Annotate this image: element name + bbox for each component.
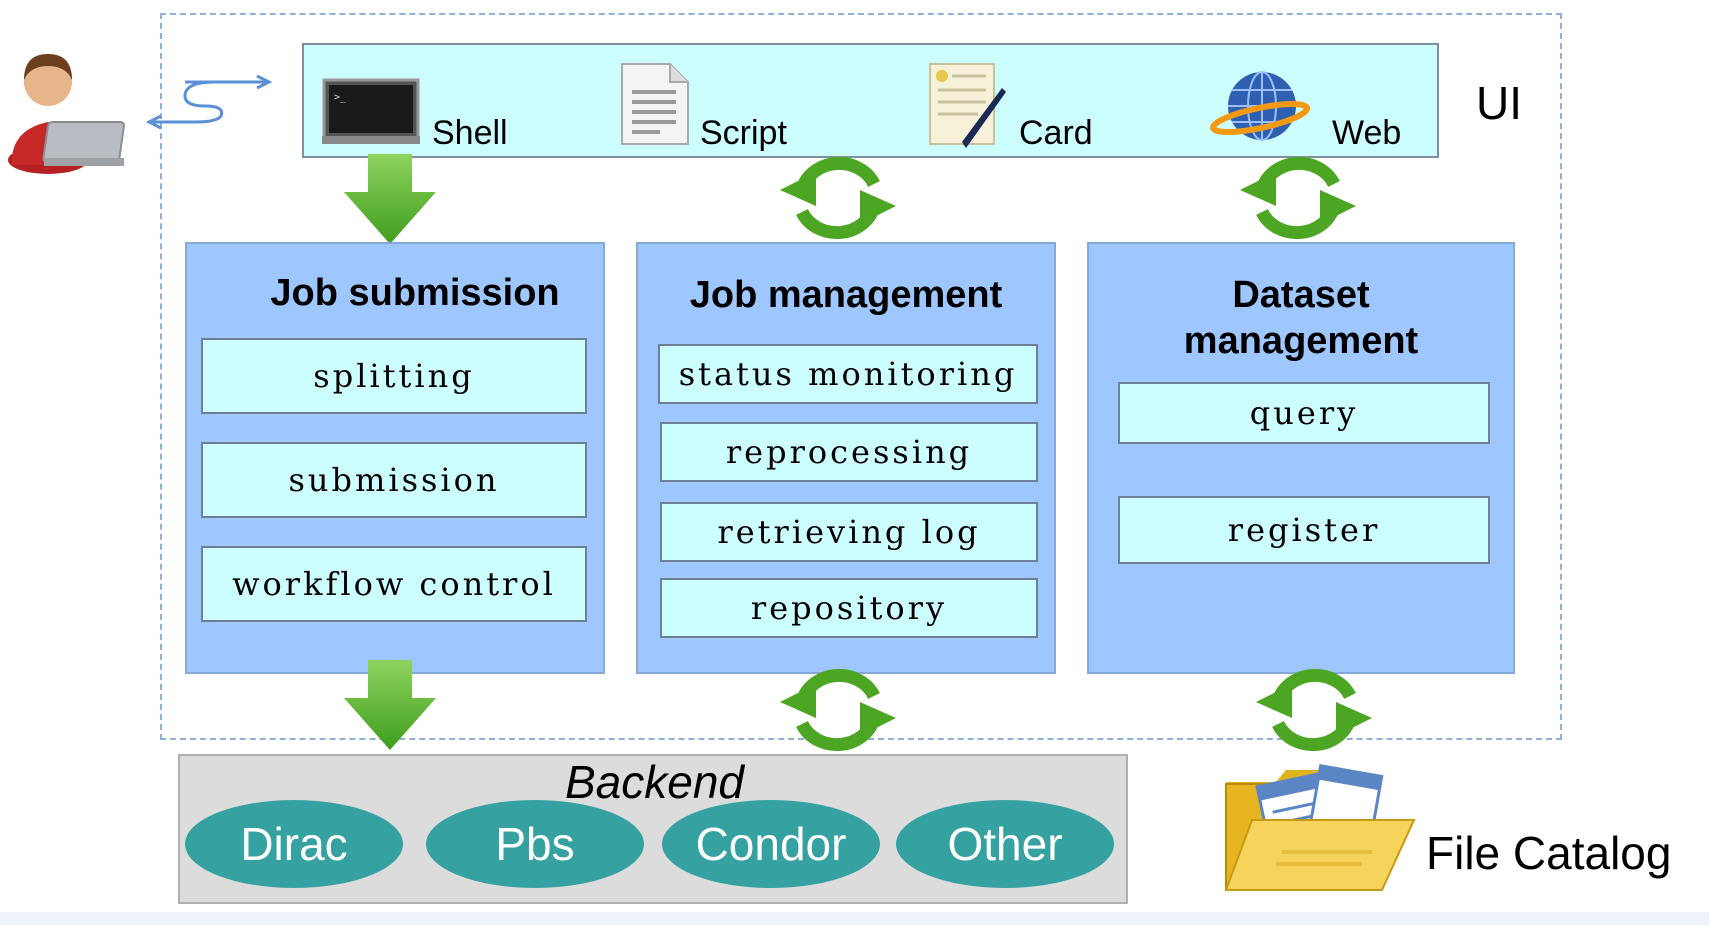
workflow-control-box[interactable]: workflow control: [201, 546, 587, 622]
file-catalog-label: File Catalog: [1426, 827, 1672, 879]
footer-strip: [0, 912, 1709, 925]
dataset-management-panel: Dataset management: [1087, 242, 1515, 674]
job-management-title: Job management: [689, 274, 1003, 316]
status-monitoring-box[interactable]: status monitoring: [658, 344, 1038, 404]
sync-arrows-icon: [780, 668, 896, 752]
sync-arrows-icon: [780, 156, 896, 240]
terminal-icon[interactable]: >_: [322, 78, 420, 144]
down-arrow-icon: [344, 660, 436, 750]
document-icon[interactable]: [620, 62, 690, 146]
folder-icon: [1224, 763, 1416, 891]
repository-box[interactable]: repository: [660, 578, 1038, 638]
down-arrow-icon: [344, 154, 436, 244]
user-interaction-arrows: [145, 74, 273, 130]
dataset-management-title-line2: management: [1183, 320, 1419, 362]
register-box[interactable]: register: [1118, 496, 1490, 564]
backend-title: Backend: [565, 756, 745, 808]
job-submission-title: Job submission: [270, 272, 560, 314]
backend-other[interactable]: Other: [896, 800, 1114, 888]
retrieving-log-box[interactable]: retrieving log: [660, 502, 1038, 562]
backend-pbs[interactable]: Pbs: [426, 800, 644, 888]
backend-condor[interactable]: Condor: [662, 800, 880, 888]
card-pen-icon[interactable]: [928, 62, 1012, 152]
submission-box[interactable]: submission: [201, 442, 587, 518]
svg-text:>_: >_: [334, 92, 347, 103]
dataset-management-title-line1: Dataset: [1232, 274, 1370, 316]
user-laptop-icon: [8, 54, 125, 174]
reprocessing-box[interactable]: reprocessing: [660, 422, 1038, 482]
ui-item-web-label: Web: [1332, 114, 1402, 152]
ui-item-card-label: Card: [1019, 114, 1093, 152]
sync-arrows-icon: [1256, 668, 1372, 752]
query-box[interactable]: query: [1118, 382, 1490, 444]
globe-icon[interactable]: [1210, 68, 1312, 148]
ui-layer-label: UI: [1476, 77, 1522, 129]
ui-item-script-label: Script: [700, 114, 787, 152]
backend-dirac[interactable]: Dirac: [185, 800, 403, 888]
sync-arrows-icon: [1240, 156, 1356, 240]
splitting-box[interactable]: splitting: [201, 338, 587, 414]
ui-item-shell-label: Shell: [432, 114, 508, 152]
